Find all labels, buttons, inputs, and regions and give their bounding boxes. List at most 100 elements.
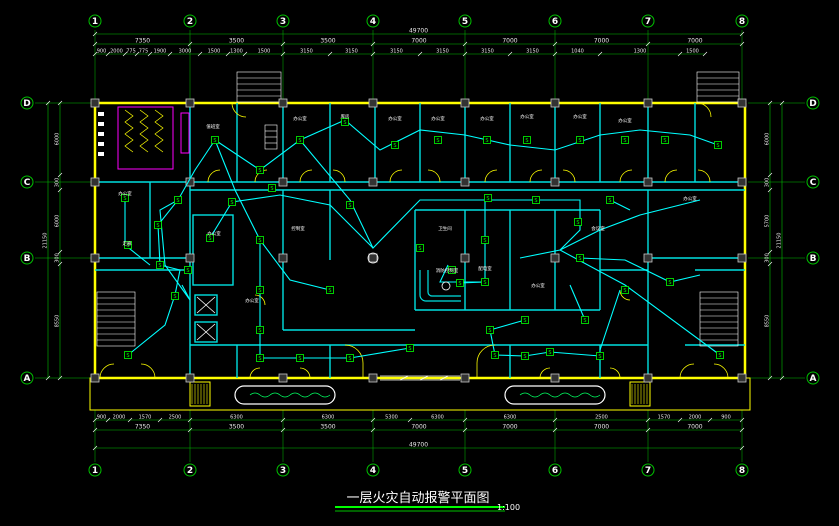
dim-text: 3150 (436, 49, 449, 55)
dim-tick (147, 51, 153, 57)
dim-tick (45, 375, 51, 381)
room-label: 办公室 (618, 117, 632, 124)
dim-tick (45, 100, 51, 106)
room-label: 办公室 (207, 230, 221, 237)
dim-text: 1570 (658, 415, 671, 421)
dim-tick (105, 417, 111, 423)
detector-symbol: S (668, 280, 671, 286)
detector-symbol: S (343, 120, 346, 126)
dim-tick (767, 261, 773, 267)
dim-tick (197, 51, 203, 57)
dim-text: 2000 (110, 49, 123, 55)
dim-tick (462, 427, 468, 433)
detector-symbol: S (156, 223, 159, 229)
wire-run (489, 319, 601, 357)
room-label: 办公室 (431, 115, 445, 122)
detector-box (484, 194, 492, 202)
dim-text: 1500 (686, 49, 699, 55)
dim-tick (767, 172, 773, 178)
detector-box (124, 351, 132, 359)
dim-text: 7000 (411, 424, 426, 431)
detector-symbol: S (258, 288, 261, 294)
dim-text: 1900 (154, 49, 167, 55)
dim-tick (767, 100, 773, 106)
room-label: 值班室 (206, 123, 220, 130)
dim-tick (134, 51, 140, 57)
detector-box (341, 118, 349, 126)
dim-text: 7350 (135, 38, 150, 45)
detector-symbol: S (598, 354, 601, 360)
detector-box (606, 196, 614, 204)
wire-run (485, 199, 581, 259)
detector-box (256, 166, 264, 174)
dim-tick (767, 375, 773, 381)
dim-tick (739, 417, 745, 423)
dim-text: 5300 (385, 415, 398, 421)
dim-tick (187, 417, 193, 423)
detector-symbol: S (608, 198, 611, 204)
dim-tick (462, 41, 468, 47)
dim-tick (280, 51, 286, 57)
restroom-basins (98, 112, 104, 156)
detector-symbol: S (298, 138, 301, 144)
detector-symbol: S (716, 143, 719, 149)
elevator-shafts (196, 296, 216, 341)
dim-text: 300 (55, 253, 61, 263)
detector-symbol: S (583, 318, 586, 324)
axis-label-col: 5 (462, 17, 468, 27)
alarm-bells (367, 252, 451, 291)
detector-box (121, 194, 129, 202)
dim-tick (280, 417, 286, 423)
dim-text: 8550 (765, 315, 771, 328)
axis-bubble (276, 463, 290, 477)
axis-bubble (735, 463, 749, 477)
detector-symbol: S (663, 138, 666, 144)
dim-text: 6000 (765, 133, 771, 146)
detector-box (434, 136, 442, 144)
wire-run (124, 200, 151, 266)
dim-tick (707, 417, 713, 423)
detector-symbol: S (418, 246, 421, 252)
dim-text: 7350 (135, 424, 150, 431)
detector-symbol: S (328, 288, 331, 294)
dim-tick (739, 445, 745, 451)
detector-symbol: S (450, 268, 453, 274)
column (643, 98, 653, 108)
room-label: 会议室 (591, 225, 605, 232)
detector-symbol: S (173, 294, 176, 300)
dim-tick (187, 427, 193, 433)
wire-run (559, 249, 721, 356)
detector-symbol: S (578, 256, 581, 262)
detector-box (483, 136, 491, 144)
dim-tick (370, 51, 376, 57)
wire-run (214, 119, 719, 171)
detector-symbol: S (486, 196, 489, 202)
dim-tick (645, 417, 651, 423)
axis-label-col: 6 (552, 466, 558, 476)
detector-symbol: S (258, 356, 261, 362)
column (460, 373, 470, 383)
detector-box (256, 354, 264, 362)
dim-tick (122, 51, 128, 57)
detector-symbol: S (393, 143, 396, 149)
axis-bubble (641, 463, 655, 477)
dim-text: 900 (97, 415, 107, 421)
detector-box (184, 266, 192, 274)
detector-box (391, 141, 399, 149)
axis-label-row: C (24, 178, 31, 188)
column (737, 177, 747, 187)
room-label: 办公室 (118, 190, 132, 197)
dim-tick (370, 41, 376, 47)
dim-tick (645, 41, 651, 47)
wire-run (209, 194, 374, 249)
axis-label-row: C (810, 178, 817, 188)
axis-label-col: 1 (92, 466, 98, 476)
dim-tick (280, 427, 286, 433)
wire-run (299, 139, 486, 284)
detector-box (228, 198, 236, 206)
axis-bubble (88, 14, 102, 28)
dim-text: 3150 (390, 49, 403, 55)
dim-text: 7000 (594, 38, 609, 45)
